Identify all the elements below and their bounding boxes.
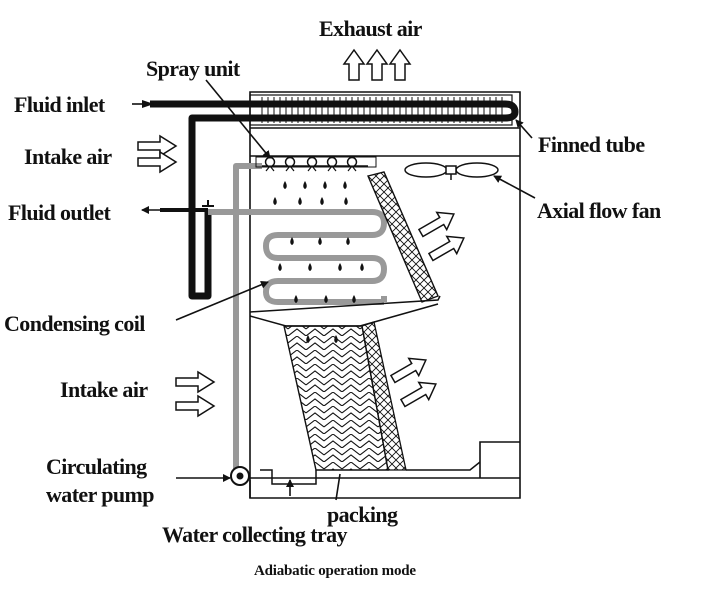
water-drop-icon bbox=[344, 197, 348, 205]
water-drop-icon bbox=[324, 295, 328, 303]
water-drop-icon bbox=[294, 295, 298, 303]
water-drop-icon bbox=[278, 263, 282, 271]
water-drop-icon bbox=[352, 295, 356, 303]
label-water-collecting-tray: Water collecting tray bbox=[162, 522, 348, 547]
circulating-water-pump bbox=[230, 466, 250, 486]
water-droplets bbox=[273, 181, 364, 343]
water-drop-icon bbox=[273, 197, 277, 205]
axial-flow-fan bbox=[404, 162, 499, 180]
label-fluid-inlet: Fluid inlet bbox=[14, 92, 105, 117]
water-drop-icon bbox=[360, 263, 364, 271]
label-spray-unit: Spray unit bbox=[146, 56, 240, 81]
water-drop-icon bbox=[338, 263, 342, 271]
label-condensing-coil: Condensing coil bbox=[4, 311, 145, 336]
label-finned-tube: Finned tube bbox=[538, 132, 645, 157]
packing bbox=[283, 321, 407, 471]
water-drop-icon bbox=[320, 197, 324, 205]
label-circulating: Circulating bbox=[46, 454, 147, 479]
label-intake-air-top: Intake air bbox=[24, 144, 112, 169]
label-axial-flow-fan: Axial flow fan bbox=[537, 198, 661, 223]
water-drop-icon bbox=[308, 263, 312, 271]
water-drop-icon bbox=[346, 237, 350, 245]
label-water-pump: water pump bbox=[46, 482, 154, 507]
water-drop-icon bbox=[343, 181, 347, 189]
water-drop-icon bbox=[323, 181, 327, 189]
caption: Adiabatic operation mode bbox=[254, 563, 416, 579]
spray-unit bbox=[255, 156, 377, 172]
water-drop-icon bbox=[318, 237, 322, 245]
internal-air-arrows bbox=[389, 211, 465, 408]
water-collecting-tray bbox=[260, 461, 481, 485]
label-exhaust-air: Exhaust air bbox=[319, 16, 422, 41]
upper-media bbox=[367, 171, 439, 303]
intake-arrows-top bbox=[137, 134, 178, 174]
water-drop-icon bbox=[298, 197, 302, 205]
leader-lines bbox=[132, 79, 536, 501]
label-intake-air-bottom: Intake air bbox=[60, 377, 148, 402]
water-drop-icon bbox=[303, 181, 307, 189]
water-drop-icon bbox=[283, 181, 287, 189]
fluid-pipe bbox=[150, 100, 519, 300]
label-packing: packing bbox=[327, 502, 398, 527]
water-drop-icon bbox=[290, 237, 294, 245]
tower-casing bbox=[249, 91, 521, 499]
label-fluid-outlet: Fluid outlet bbox=[8, 200, 111, 225]
intake-arrows-bottom bbox=[175, 370, 216, 418]
exhaust-arrows bbox=[342, 48, 412, 81]
valve-icon bbox=[202, 200, 214, 207]
